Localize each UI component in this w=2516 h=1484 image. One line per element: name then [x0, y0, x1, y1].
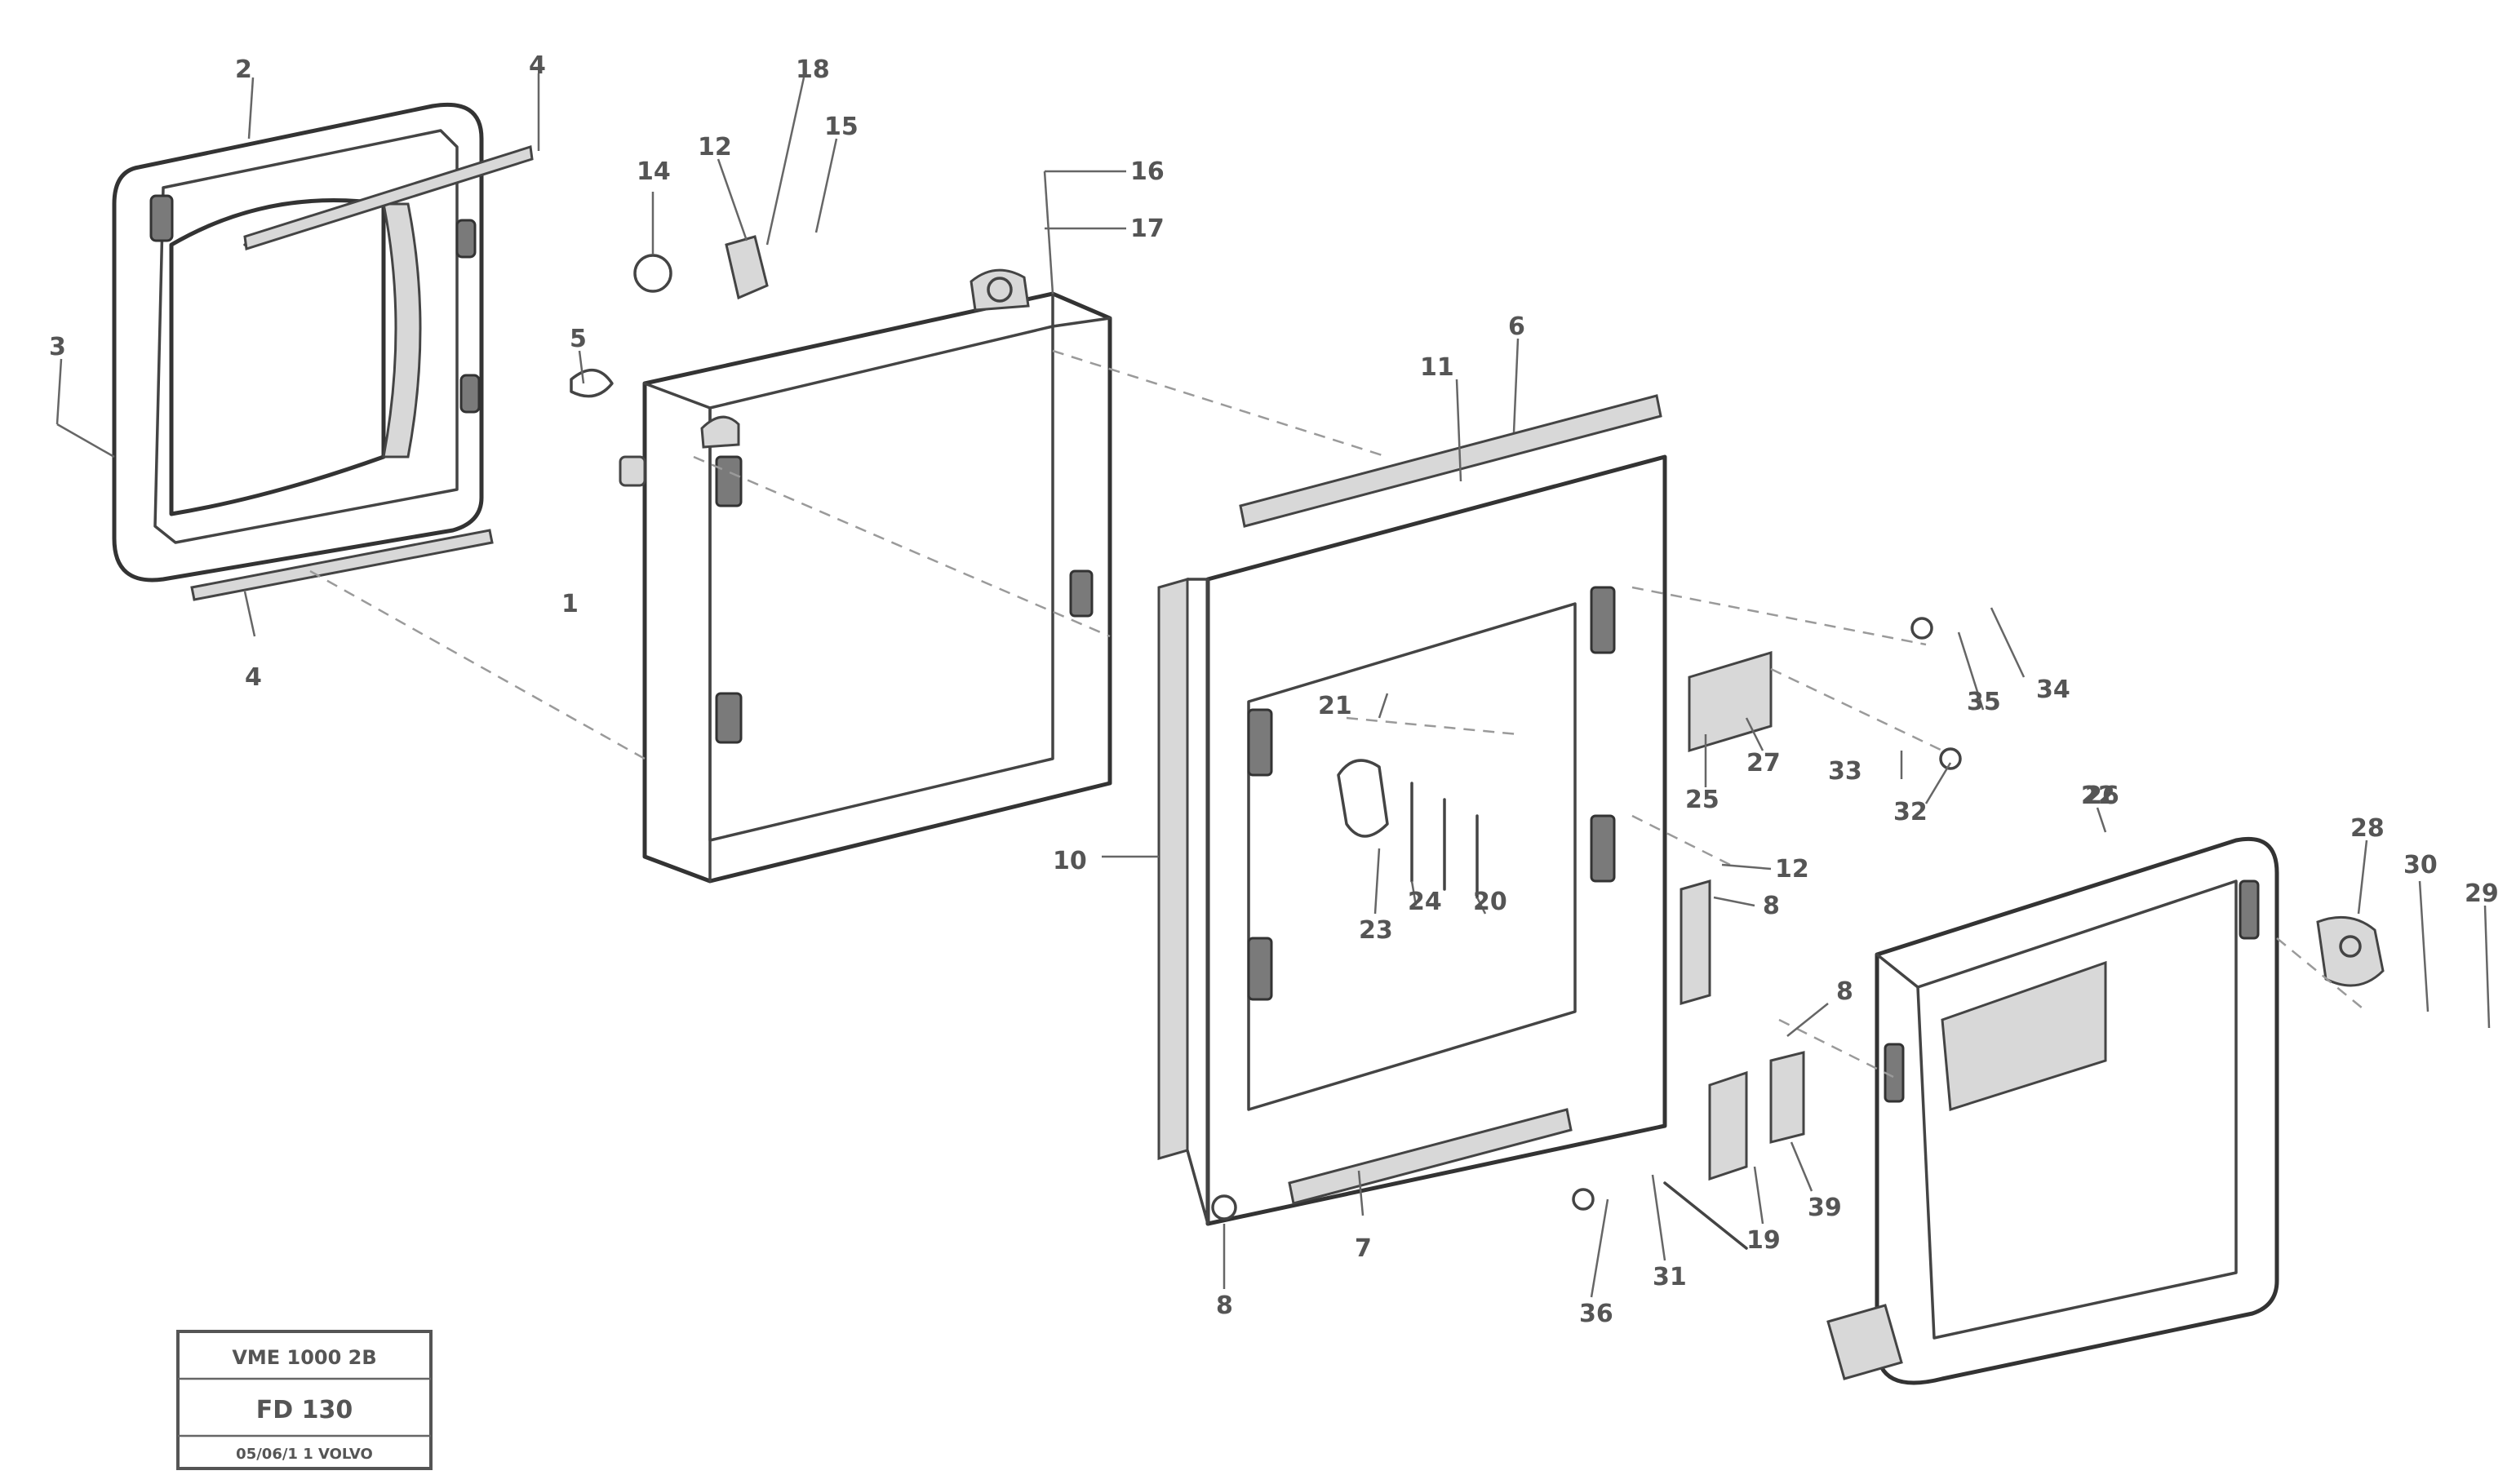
radiator-core — [1157, 394, 1667, 1226]
fan-shroud — [112, 102, 534, 601]
assembly-lines — [309, 349, 2367, 1079]
callout-27: 27 — [1746, 749, 1781, 777]
callout-8-bottom: 8 — [1216, 1291, 1233, 1320]
callout-30: 30 — [2403, 851, 2438, 879]
callout-34: 34 — [2036, 676, 2070, 704]
callout-2: 2 — [235, 55, 252, 84]
callout-29: 29 — [2465, 879, 2499, 908]
callout-8-right: 8 — [1836, 977, 1853, 1006]
callout-11: 11 — [1420, 353, 1454, 382]
callout-1: 1 — [561, 590, 579, 618]
callout-10: 10 — [1053, 847, 1087, 875]
callout-17: 17 — [1130, 215, 1165, 243]
callout-19: 19 — [1746, 1226, 1781, 1255]
callout-25: 25 — [1685, 786, 1719, 814]
title-block-line2: FD 130 — [256, 1396, 353, 1424]
callouts: 2 4 3 4 14 12 18 15 16 17 5 1 11 6 27 34… — [49, 51, 2499, 1328]
oil-cooler — [1826, 836, 2279, 1385]
callout-36: 36 — [1579, 1300, 1613, 1328]
leader-lines — [55, 73, 2491, 1298]
callout-35: 35 — [1967, 688, 2001, 716]
callout-12-mid: 12 — [1775, 855, 1809, 884]
title-block: VME 1000 2B FD 130 05/06/1 1 VOLVO — [176, 1330, 433, 1470]
callout-22: 22 — [2081, 782, 2115, 810]
callout-12: 12 — [698, 133, 732, 162]
callout-28: 28 — [2350, 814, 2385, 843]
radiator-frame — [619, 268, 1112, 884]
callout-7: 7 — [1355, 1234, 1372, 1263]
callout-26: 26 — [2085, 782, 2119, 810]
callout-4-top: 4 — [529, 51, 546, 80]
callout-16: 16 — [1130, 157, 1165, 186]
callout-18: 18 — [796, 55, 830, 84]
callout-31: 31 — [1653, 1263, 1687, 1291]
callout-32: 32 — [1893, 798, 1928, 826]
callout-21: 21 — [1318, 692, 1352, 720]
callout-23: 23 — [1359, 916, 1393, 945]
callout-39: 39 — [1808, 1194, 1842, 1222]
bracket-parts — [570, 235, 2385, 1250]
callout-15: 15 — [824, 113, 859, 141]
callout-20: 20 — [1473, 888, 1507, 916]
callout-3: 3 — [49, 333, 66, 361]
callout-33: 33 — [1828, 757, 1862, 786]
callout-5: 5 — [570, 325, 587, 353]
callout-4-bottom: 4 — [245, 663, 262, 692]
title-block-line3: 05/06/1 1 VOLVO — [236, 1446, 373, 1463]
callout-6: 6 — [1508, 312, 1525, 341]
title-block-line1: VME 1000 2B — [232, 1346, 376, 1369]
callout-24: 24 — [1408, 888, 1442, 916]
callout-8-mid: 8 — [1763, 892, 1780, 920]
callout-14: 14 — [637, 157, 671, 186]
